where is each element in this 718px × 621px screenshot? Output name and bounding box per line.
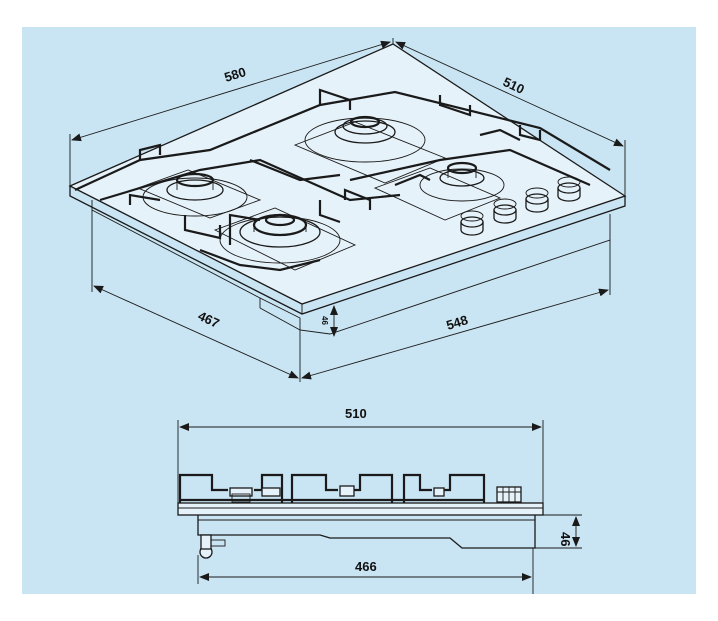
dim-width-top: 580 [222,64,247,85]
dim-thickness: 46 [320,316,329,325]
side-burners [229,485,445,503]
dim-depth-bottom: 467 [196,308,222,331]
dim-depth-top: 510 [501,74,527,97]
dim-width-bottom: 548 [444,312,469,333]
knob-4 [557,176,581,202]
control-knobs [460,176,581,236]
knob-1 [460,210,484,236]
side-dim-height: 46 [558,532,573,546]
side-glass-plate [177,502,544,516]
hob-body [68,43,627,335]
side-dim-top-width: 510 [345,406,367,421]
side-body [197,515,536,559]
knob-3 [525,187,549,213]
side-view: 510 [177,406,582,594]
burner-medium-left [142,172,248,217]
burner-small-right [419,161,505,202]
isometric-view: 580 510 467 548 46 [68,38,627,382]
side-pan-supports [178,473,486,503]
side-dim-bottom-width: 466 [355,559,377,574]
side-knob [496,486,522,503]
burner-wok-front [219,213,341,264]
iso-dimension-lines [69,38,626,382]
knob-2 [493,198,517,224]
